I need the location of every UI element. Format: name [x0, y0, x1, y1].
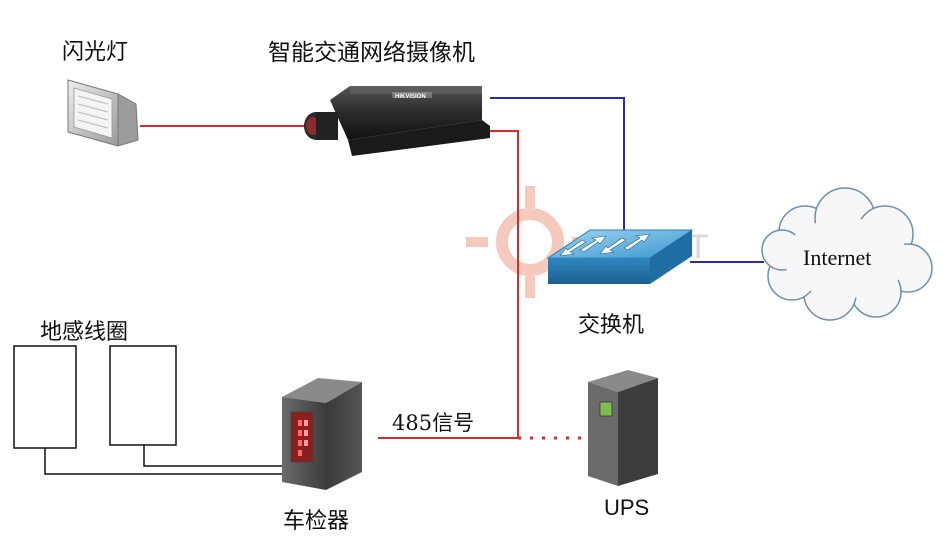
- flash-light-icon: [67, 79, 139, 147]
- camera-label: 智能交通网络摄像机: [268, 40, 475, 66]
- cloud-icon: [761, 187, 933, 321]
- camera-to-detector-line: [378, 130, 519, 439]
- loop-left-wire: [44, 448, 290, 475]
- ups-icon: [588, 370, 658, 486]
- camera-icon: HIKVISION: [304, 86, 490, 156]
- vehicle-detector-icon: [282, 378, 362, 490]
- loop-coil-icon: [13, 345, 177, 449]
- camera-to-switch-line: [490, 97, 625, 240]
- connection-lines: [44, 97, 764, 475]
- camera-brand-text: HIKVISION: [395, 94, 426, 100]
- loop-right-wire: [143, 445, 290, 467]
- ups-label: UPS: [604, 495, 650, 520]
- rs485-signal-label: 485信号: [392, 411, 475, 435]
- switch-icon: [546, 229, 694, 284]
- switch-label: 交换机: [578, 313, 645, 338]
- internet-label: Internet: [803, 245, 872, 270]
- loop-coil-label: 地感线圈: [40, 320, 129, 345]
- vehicle-detector-label: 车检器: [283, 509, 350, 534]
- flash-light-label: 闪光灯: [62, 40, 129, 65]
